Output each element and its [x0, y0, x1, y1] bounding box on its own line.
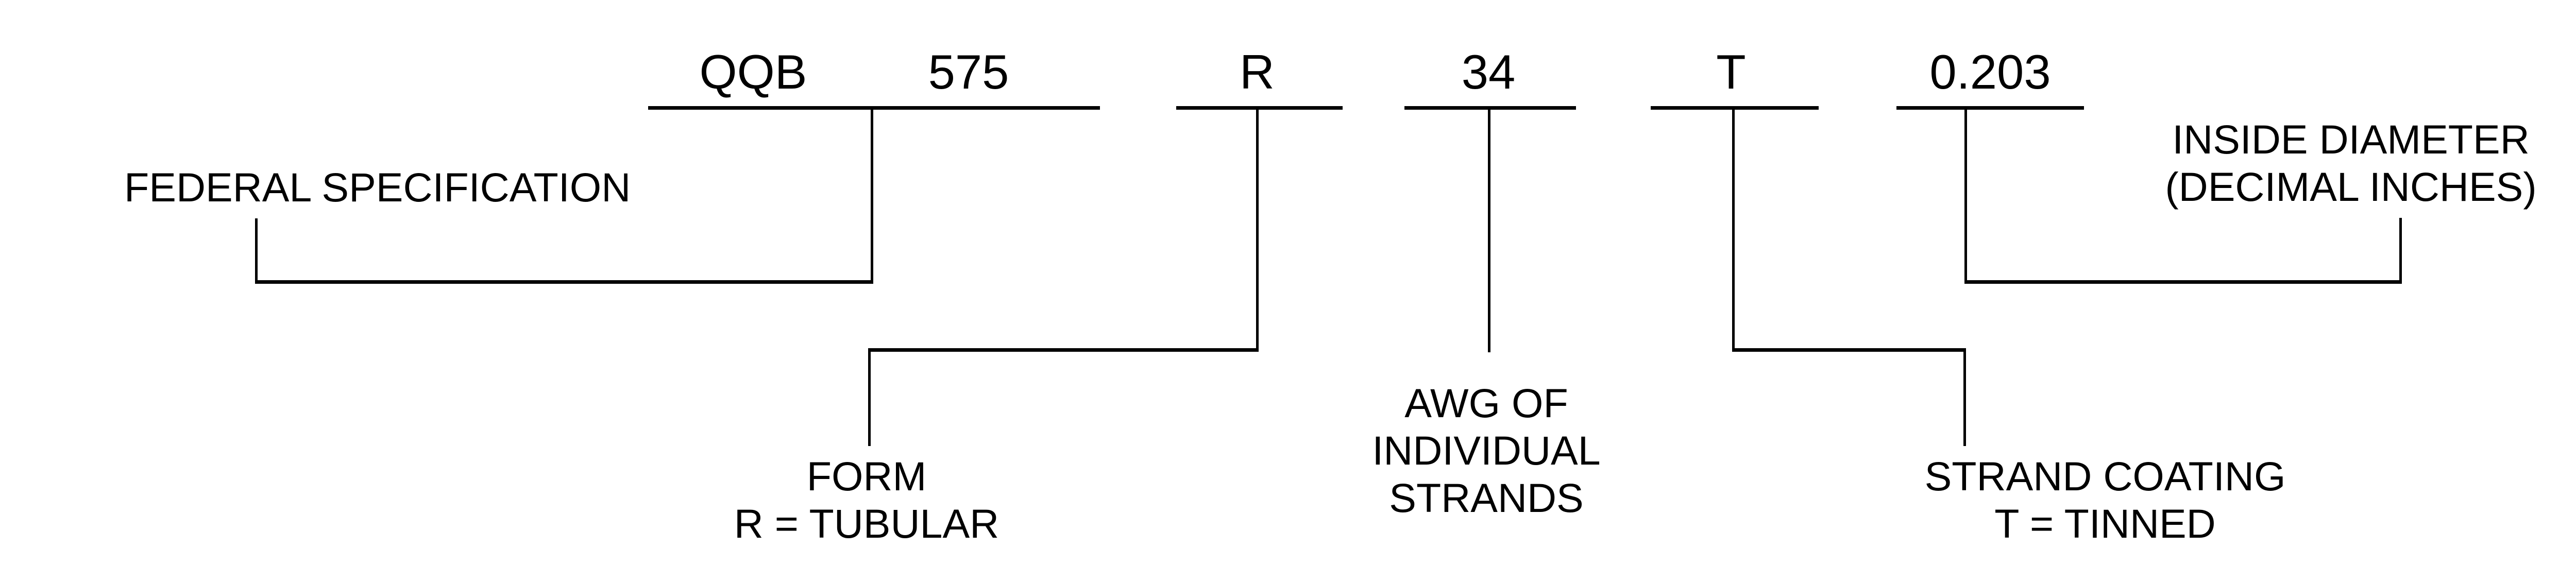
label-line: FORM — [806, 453, 927, 499]
connector-strand-coating — [1732, 348, 1966, 352]
stub-form — [868, 348, 871, 446]
underline-t — [1651, 106, 1819, 110]
label-strand-coating: STRAND COATING T = TINNED — [1925, 453, 2286, 547]
drop-line-34 — [1488, 108, 1490, 352]
stub-federal-spec — [255, 218, 258, 284]
code-token-575: 575 — [928, 45, 1009, 99]
code-token-qqb: QQB — [699, 45, 807, 99]
label-federal-specification: FEDERAL SPECIFICATION — [124, 164, 631, 211]
label-line: FEDERAL SPECIFICATION — [124, 164, 631, 210]
label-line: T = TINNED — [1994, 501, 2216, 546]
label-awg-of-individual-strands: AWG OF INDIVIDUAL STRANDS — [1372, 380, 1600, 522]
connector-federal-spec — [255, 280, 873, 284]
stub-inside-diameter — [2399, 218, 2402, 284]
label-line: INSIDE DIAMETER — [2172, 116, 2530, 162]
label-line: INDIVIDUAL — [1372, 427, 1601, 473]
label-inside-diameter: INSIDE DIAMETER (DECIMAL INCHES) — [2165, 116, 2536, 211]
drop-line-qqb-575 — [871, 108, 873, 284]
connector-inside-diameter — [1964, 280, 2402, 284]
label-form: FORM R = TUBULAR — [734, 453, 999, 547]
underline-r — [1176, 106, 1343, 110]
code-token-t: T — [1716, 45, 1746, 99]
stub-strand-coating — [1963, 348, 1966, 446]
code-token-0203: 0.203 — [1929, 45, 2051, 99]
label-line: (DECIMAL INCHES) — [2165, 164, 2537, 210]
connector-form — [868, 348, 1259, 352]
label-line: STRAND COATING — [1924, 453, 2286, 499]
code-token-34: 34 — [1461, 45, 1516, 99]
code-token-r: R — [1240, 45, 1275, 99]
label-line: R = TUBULAR — [734, 501, 999, 546]
underline-qqb-575 — [648, 106, 1100, 110]
underline-0203 — [1896, 106, 2084, 110]
underline-34 — [1404, 106, 1576, 110]
label-line: AWG OF — [1404, 380, 1568, 426]
label-line: STRANDS — [1389, 475, 1584, 521]
drop-line-0203 — [1964, 108, 1967, 284]
drop-line-t — [1732, 108, 1735, 352]
drop-line-r — [1256, 108, 1259, 352]
